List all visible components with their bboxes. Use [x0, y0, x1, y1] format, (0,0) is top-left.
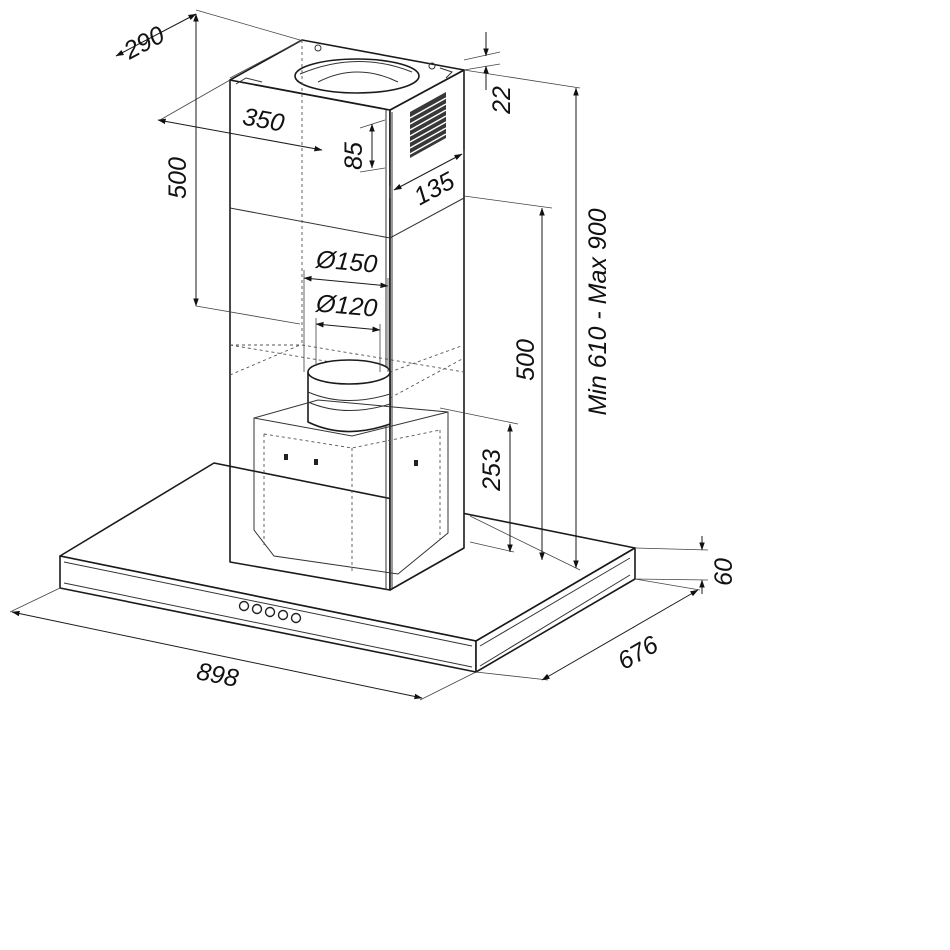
label-motor-height: 253 — [478, 449, 506, 492]
internal-parts — [229, 40, 465, 575]
motor-housing-outline — [253, 399, 449, 575]
label-lower-chimney-height: 500 — [512, 339, 540, 381]
duct-rings — [307, 391, 391, 411]
dim-line-vent-width — [393, 153, 463, 191]
duct-top-ring — [307, 359, 391, 385]
dim-line-canopy-depth — [541, 589, 699, 681]
chimney-telescopic-seam — [229, 197, 465, 239]
dim-line-duct-inner — [315, 321, 381, 333]
screw-icon — [284, 454, 288, 460]
control-button-icon — [251, 603, 263, 615]
chimney-edge — [385, 110, 393, 590]
motor-housing-hidden — [263, 429, 441, 572]
control-button-icon — [264, 606, 276, 618]
extension-lines — [9, 9, 709, 701]
screw-icon — [428, 62, 436, 70]
top-outlet-ring — [294, 58, 420, 94]
label-canopy-width: 898 — [194, 657, 240, 692]
screw-icon — [314, 44, 322, 52]
hidden-edge — [229, 344, 465, 399]
label-canopy-thickness: 60 — [710, 558, 738, 586]
label-chimney-depth: 290 — [118, 21, 169, 66]
dim-line-chimney-width — [157, 118, 323, 152]
screw-icon — [414, 460, 418, 466]
duct-body — [307, 371, 391, 433]
label-duct-outer-diameter: Ø150 — [314, 245, 378, 278]
chimney — [229, 39, 465, 591]
control-button-icon — [277, 609, 289, 621]
dim-line-chimney-depth — [115, 13, 197, 57]
label-total-height: Min 610 - Max 900 — [584, 208, 612, 415]
control-button-icon — [238, 600, 250, 612]
top-bracket — [235, 67, 453, 85]
label-canopy-depth: 676 — [613, 630, 663, 675]
control-button-icon — [290, 612, 302, 624]
label-top-offset: 22 — [488, 86, 516, 115]
dimension-lines — [11, 13, 705, 700]
dim-line-canopy-width — [11, 610, 423, 700]
label-vent-height: 85 — [340, 142, 368, 170]
motor-housing-top — [253, 411, 449, 437]
screw-icon — [314, 459, 318, 465]
vent-grille — [409, 92, 447, 158]
dim-line-duct-outer — [303, 275, 389, 289]
label-duct-inner-diameter: Ø120 — [314, 289, 378, 322]
dimension-labels: 290 350 500 22 85 135 Ø150 Ø120 500 253 … — [118, 21, 738, 693]
label-chimney-width: 350 — [240, 103, 286, 138]
label-chimney-height: 500 — [164, 157, 192, 199]
top-outlet-detail — [299, 61, 413, 83]
